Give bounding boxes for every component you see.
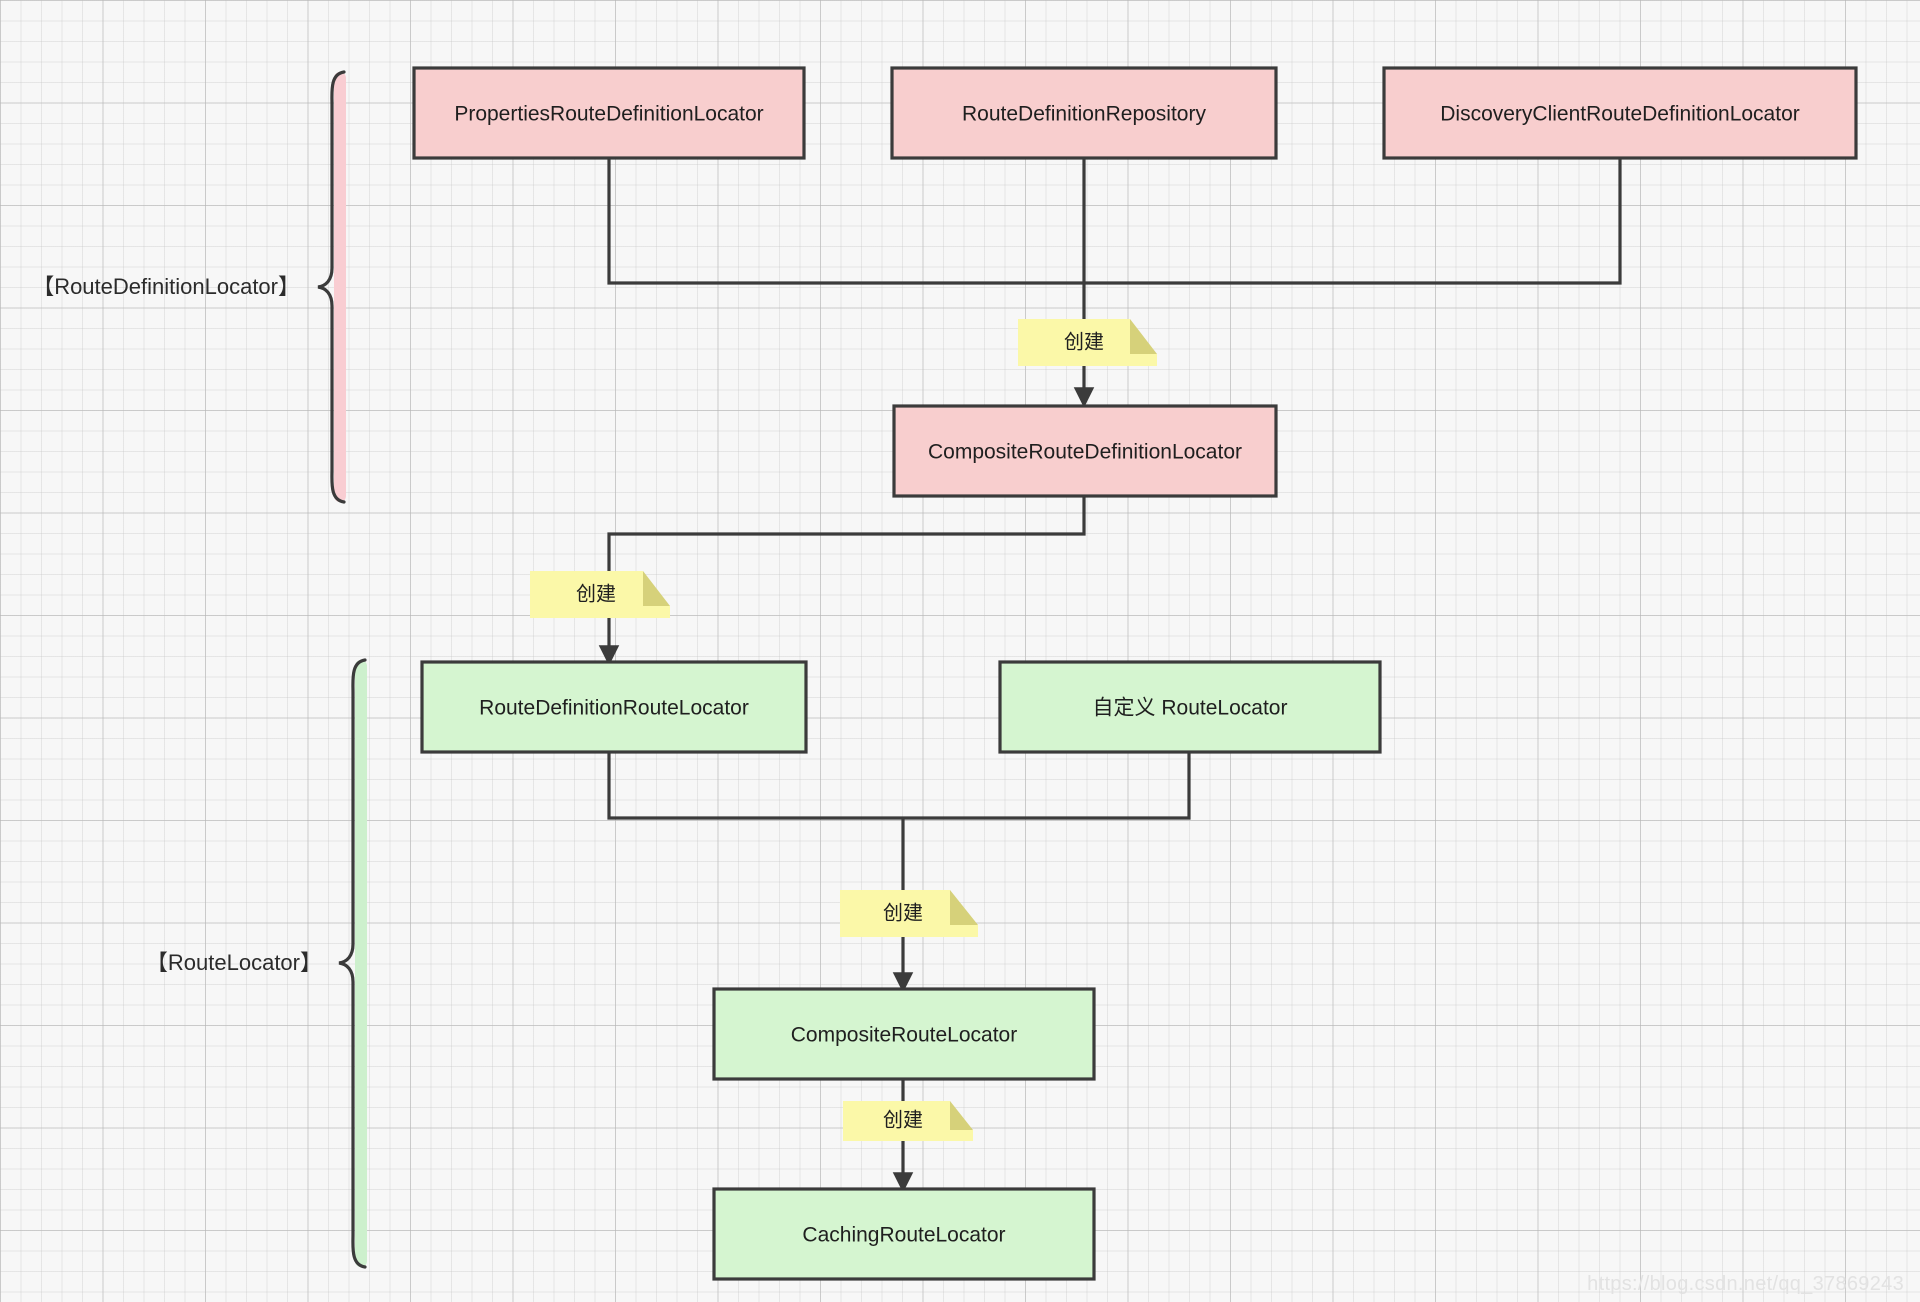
node-label: DiscoveryClientRouteDefinitionLocator [1440, 103, 1800, 126]
node-label: PropertiesRouteDefinitionLocator [454, 103, 763, 126]
note-create-2[interactable]: 创建 [530, 571, 670, 618]
note-label: 创建 [1064, 330, 1104, 353]
edge-discovery-to-composite [1084, 158, 1622, 285]
note-label: 创建 [883, 1108, 923, 1131]
node-label: CompositeRouteLocator [791, 1024, 1017, 1047]
node-route-definition-route-locator[interactable]: RouteDefinitionRouteLocator [420, 660, 808, 754]
edge-route-definition-route-locator-to-bus [607, 750, 903, 820]
note-label: 创建 [883, 901, 923, 924]
note-create-1[interactable]: 创建 [1018, 319, 1157, 366]
group-bracket-route-locator: 【RouteLocator】 [146, 658, 367, 1269]
node-custom-route-locator[interactable]: 自定义 RouteLocator [998, 660, 1382, 754]
edge-custom-route-locator-to-bus [903, 750, 1191, 820]
edge-properties-to-composite [607, 158, 1084, 285]
watermark: https://blog.csdn.net/qq_37869243 [1587, 1273, 1904, 1295]
node-label: RouteDefinitionRepository [962, 103, 1206, 126]
note-create-4[interactable]: 创建 [843, 1101, 973, 1141]
node-label: CachingRouteLocator [802, 1224, 1005, 1247]
node-discovery-client-route-definition-locator[interactable]: DiscoveryClientRouteDefinitionLocator [1382, 66, 1858, 160]
note-create-3[interactable]: 创建 [840, 890, 978, 937]
node-route-definition-repository[interactable]: RouteDefinitionRepository [890, 66, 1278, 160]
node-label: 自定义 RouteLocator [1093, 697, 1288, 720]
node-composite-route-definition-locator[interactable]: CompositeRouteDefinitionLocator [892, 404, 1278, 498]
note-label: 创建 [576, 582, 616, 605]
edge-composite-definition-to-route-definition-route-locator [598, 496, 1086, 666]
node-label: CompositeRouteDefinitionLocator [928, 441, 1242, 464]
node-label: RouteDefinitionRouteLocator [479, 697, 749, 720]
node-composite-route-locator[interactable]: CompositeRouteLocator [712, 987, 1096, 1081]
node-properties-route-definition-locator[interactable]: PropertiesRouteDefinitionLocator [412, 66, 806, 160]
group-label-route-definition-locator: 【RouteDefinitionLocator】 [32, 274, 300, 299]
node-caching-route-locator[interactable]: CachingRouteLocator [712, 1187, 1096, 1281]
group-bracket-route-definition-locator: 【RouteDefinitionLocator】 [32, 70, 346, 504]
group-label-route-locator: 【RouteLocator】 [146, 950, 322, 975]
